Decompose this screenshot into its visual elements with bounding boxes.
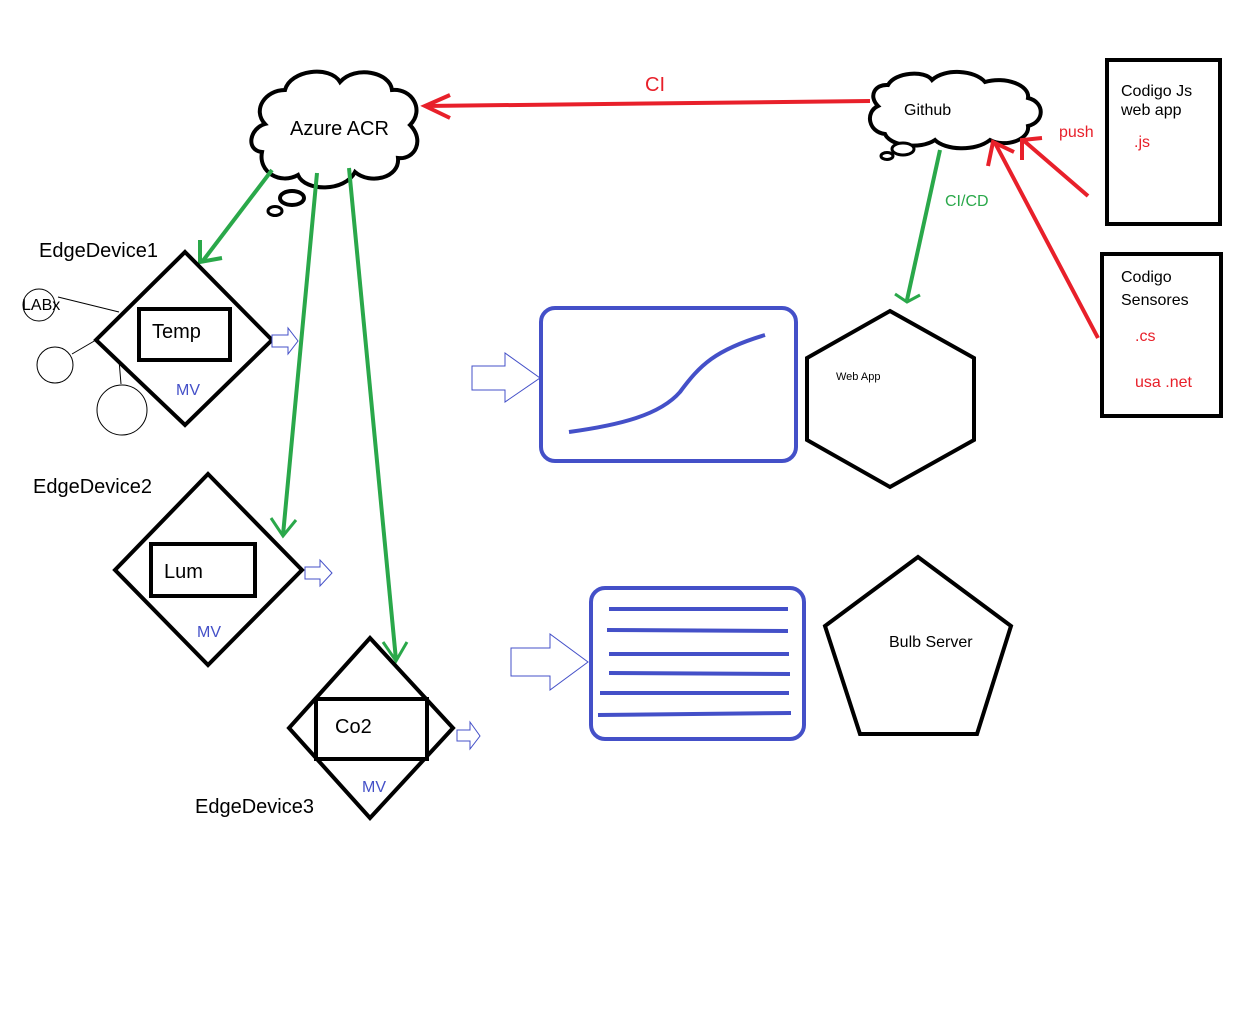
edge-device-2: EdgeDevice2 Lum MV — [33, 471, 333, 668]
code-sensors-title-line1: Codigo — [1121, 269, 1172, 286]
code-sensors-title-line2: Sensores — [1121, 292, 1189, 309]
web-app-hexagon: Web App — [805, 308, 976, 490]
code-sensors-uses: usa .net — [1135, 374, 1192, 391]
github-label: Github — [904, 102, 951, 119]
cicd-arrow: CI/CD — [894, 149, 989, 304]
web-app-label: Web App — [836, 371, 880, 383]
edge-device-3-mv: MV — [362, 779, 386, 796]
labx-label: LABx — [22, 297, 60, 314]
edge-device-3-label: EdgeDevice3 — [195, 796, 314, 818]
code-js-title-line1: Codigo Js — [1121, 83, 1192, 100]
push-label: push — [1059, 124, 1094, 141]
bulb-server-pentagon: Bulb Server — [822, 554, 1014, 736]
ci-arrow: CI — [420, 74, 871, 120]
chart-panel — [471, 306, 798, 463]
code-sensors-ext: .cs — [1135, 328, 1155, 345]
code-js-ext: .js — [1134, 134, 1150, 151]
ci-label: CI — [645, 74, 665, 96]
bulb-server-label: Bulb Server — [889, 634, 973, 651]
cicd-label: CI/CD — [945, 193, 989, 210]
log-panel — [510, 586, 806, 741]
edge-device-2-label: EdgeDevice2 — [33, 476, 152, 498]
edge-device-1: EdgeDevice1 Temp MV LABx — [22, 240, 299, 436]
azure-acr-cloud: Azure ACR — [249, 69, 420, 217]
azure-acr-label: Azure ACR — [290, 118, 389, 140]
code-js-title-line2: web app — [1120, 102, 1182, 119]
edge-device-1-module: Temp — [152, 321, 201, 343]
edge-device-1-label: EdgeDevice1 — [39, 240, 158, 262]
github-cloud: Github — [868, 70, 1043, 161]
edge-device-2-mv: MV — [197, 624, 221, 641]
edge-device-1-mv: MV — [176, 382, 200, 399]
edge-device-3-module: Co2 — [335, 716, 372, 738]
code-sensors-box: Codigo Sensores .cs usa .net — [1100, 252, 1223, 418]
azure-to-edge-arrows — [198, 167, 409, 664]
code-js-box: Codigo Js web app .js — [1105, 58, 1222, 226]
edge-device-3: Co2 MV EdgeDevice3 — [195, 635, 481, 821]
push-arrows: push — [986, 124, 1100, 339]
edge-device-2-module: Lum — [164, 561, 203, 583]
